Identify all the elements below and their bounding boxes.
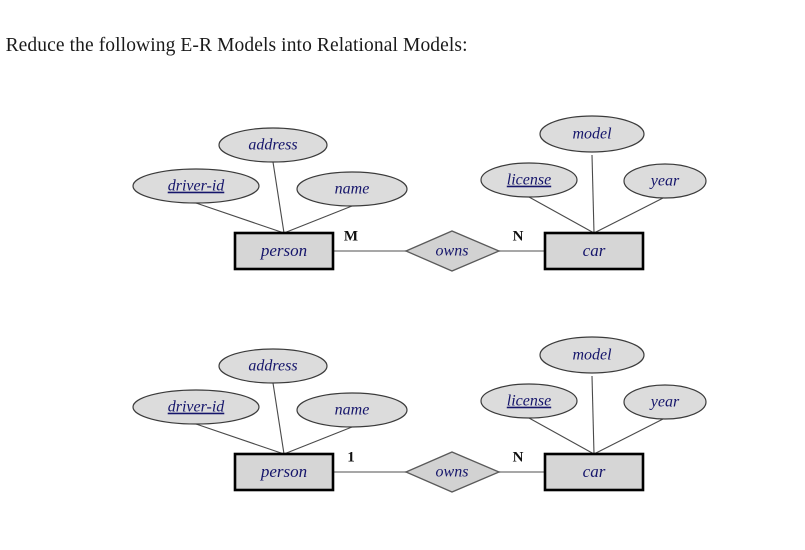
- attribute-license-label: license: [507, 172, 551, 189]
- relationship-owns-label-2: owns: [436, 464, 469, 481]
- relationship-owns-2[interactable]: [404, 451, 501, 493]
- attribute-year-2[interactable]: [623, 384, 707, 420]
- attribute-driver-id-label-2: driver-id: [168, 399, 226, 416]
- entity-car-label: car: [583, 241, 606, 260]
- attribute-year-label: year: [649, 173, 680, 190]
- connector-model-car: [591, 154, 595, 234]
- entity-person-label: person: [260, 241, 307, 260]
- connector-license-car-2: [528, 417, 595, 455]
- entity-car-2[interactable]: [543, 452, 645, 492]
- attribute-driver-id-label: driver-id: [168, 178, 226, 195]
- attribute-license-2[interactable]: [480, 383, 578, 419]
- connector-name-person-2: [283, 426, 353, 455]
- attribute-model-label: model: [572, 126, 612, 143]
- diagram-many-to-many: person car owns driver-id address name l…: [132, 115, 707, 272]
- diagram-one-to-many: person car owns driver-id address name l…: [132, 336, 707, 493]
- attribute-address-2[interactable]: [218, 348, 328, 384]
- entity-car-label-2: car: [583, 462, 606, 481]
- attribute-name-2[interactable]: [296, 392, 408, 428]
- entity-person-2[interactable]: [233, 452, 335, 492]
- attribute-model-label-2: model: [572, 347, 612, 364]
- relationship-owns[interactable]: [404, 230, 501, 272]
- attribute-address-label-2: address: [248, 358, 297, 375]
- connector-driverid-person: [195, 202, 285, 234]
- connector-address-person-2: [272, 382, 285, 455]
- entity-person[interactable]: [233, 231, 335, 271]
- attribute-name-label-2: name: [335, 402, 370, 419]
- attribute-name[interactable]: [296, 171, 408, 207]
- attribute-driver-id-2[interactable]: [132, 389, 260, 425]
- connector-year-car: [593, 196, 666, 234]
- cardinality-left: M: [344, 228, 358, 244]
- connector-model-car-2: [591, 375, 595, 455]
- attribute-license[interactable]: [480, 162, 578, 198]
- attribute-address[interactable]: [218, 127, 328, 163]
- attribute-model-2[interactable]: [539, 336, 645, 374]
- cardinality-right-2: N: [513, 449, 524, 465]
- connector-address-person: [272, 161, 285, 234]
- connector-name-person: [283, 205, 353, 234]
- attribute-model[interactable]: [539, 115, 645, 153]
- cardinality-left-2: 1: [347, 449, 355, 465]
- relationship-owns-label: owns: [436, 243, 469, 260]
- page-title: ) Reduce the following E-R Models into R…: [0, 35, 468, 56]
- cardinality-right: N: [513, 228, 524, 244]
- attribute-year-label-2: year: [649, 394, 680, 411]
- connector-driverid-person-2: [195, 423, 285, 455]
- attribute-address-label: address: [248, 137, 297, 154]
- attribute-driver-id[interactable]: [132, 168, 260, 204]
- connector-year-car-2: [593, 417, 666, 455]
- entity-person-label-2: person: [260, 462, 307, 481]
- connector-license-car: [528, 196, 595, 234]
- attribute-year[interactable]: [623, 163, 707, 199]
- attribute-name-label: name: [335, 181, 370, 198]
- entity-car[interactable]: [543, 231, 645, 271]
- attribute-license-label-2: license: [507, 393, 551, 410]
